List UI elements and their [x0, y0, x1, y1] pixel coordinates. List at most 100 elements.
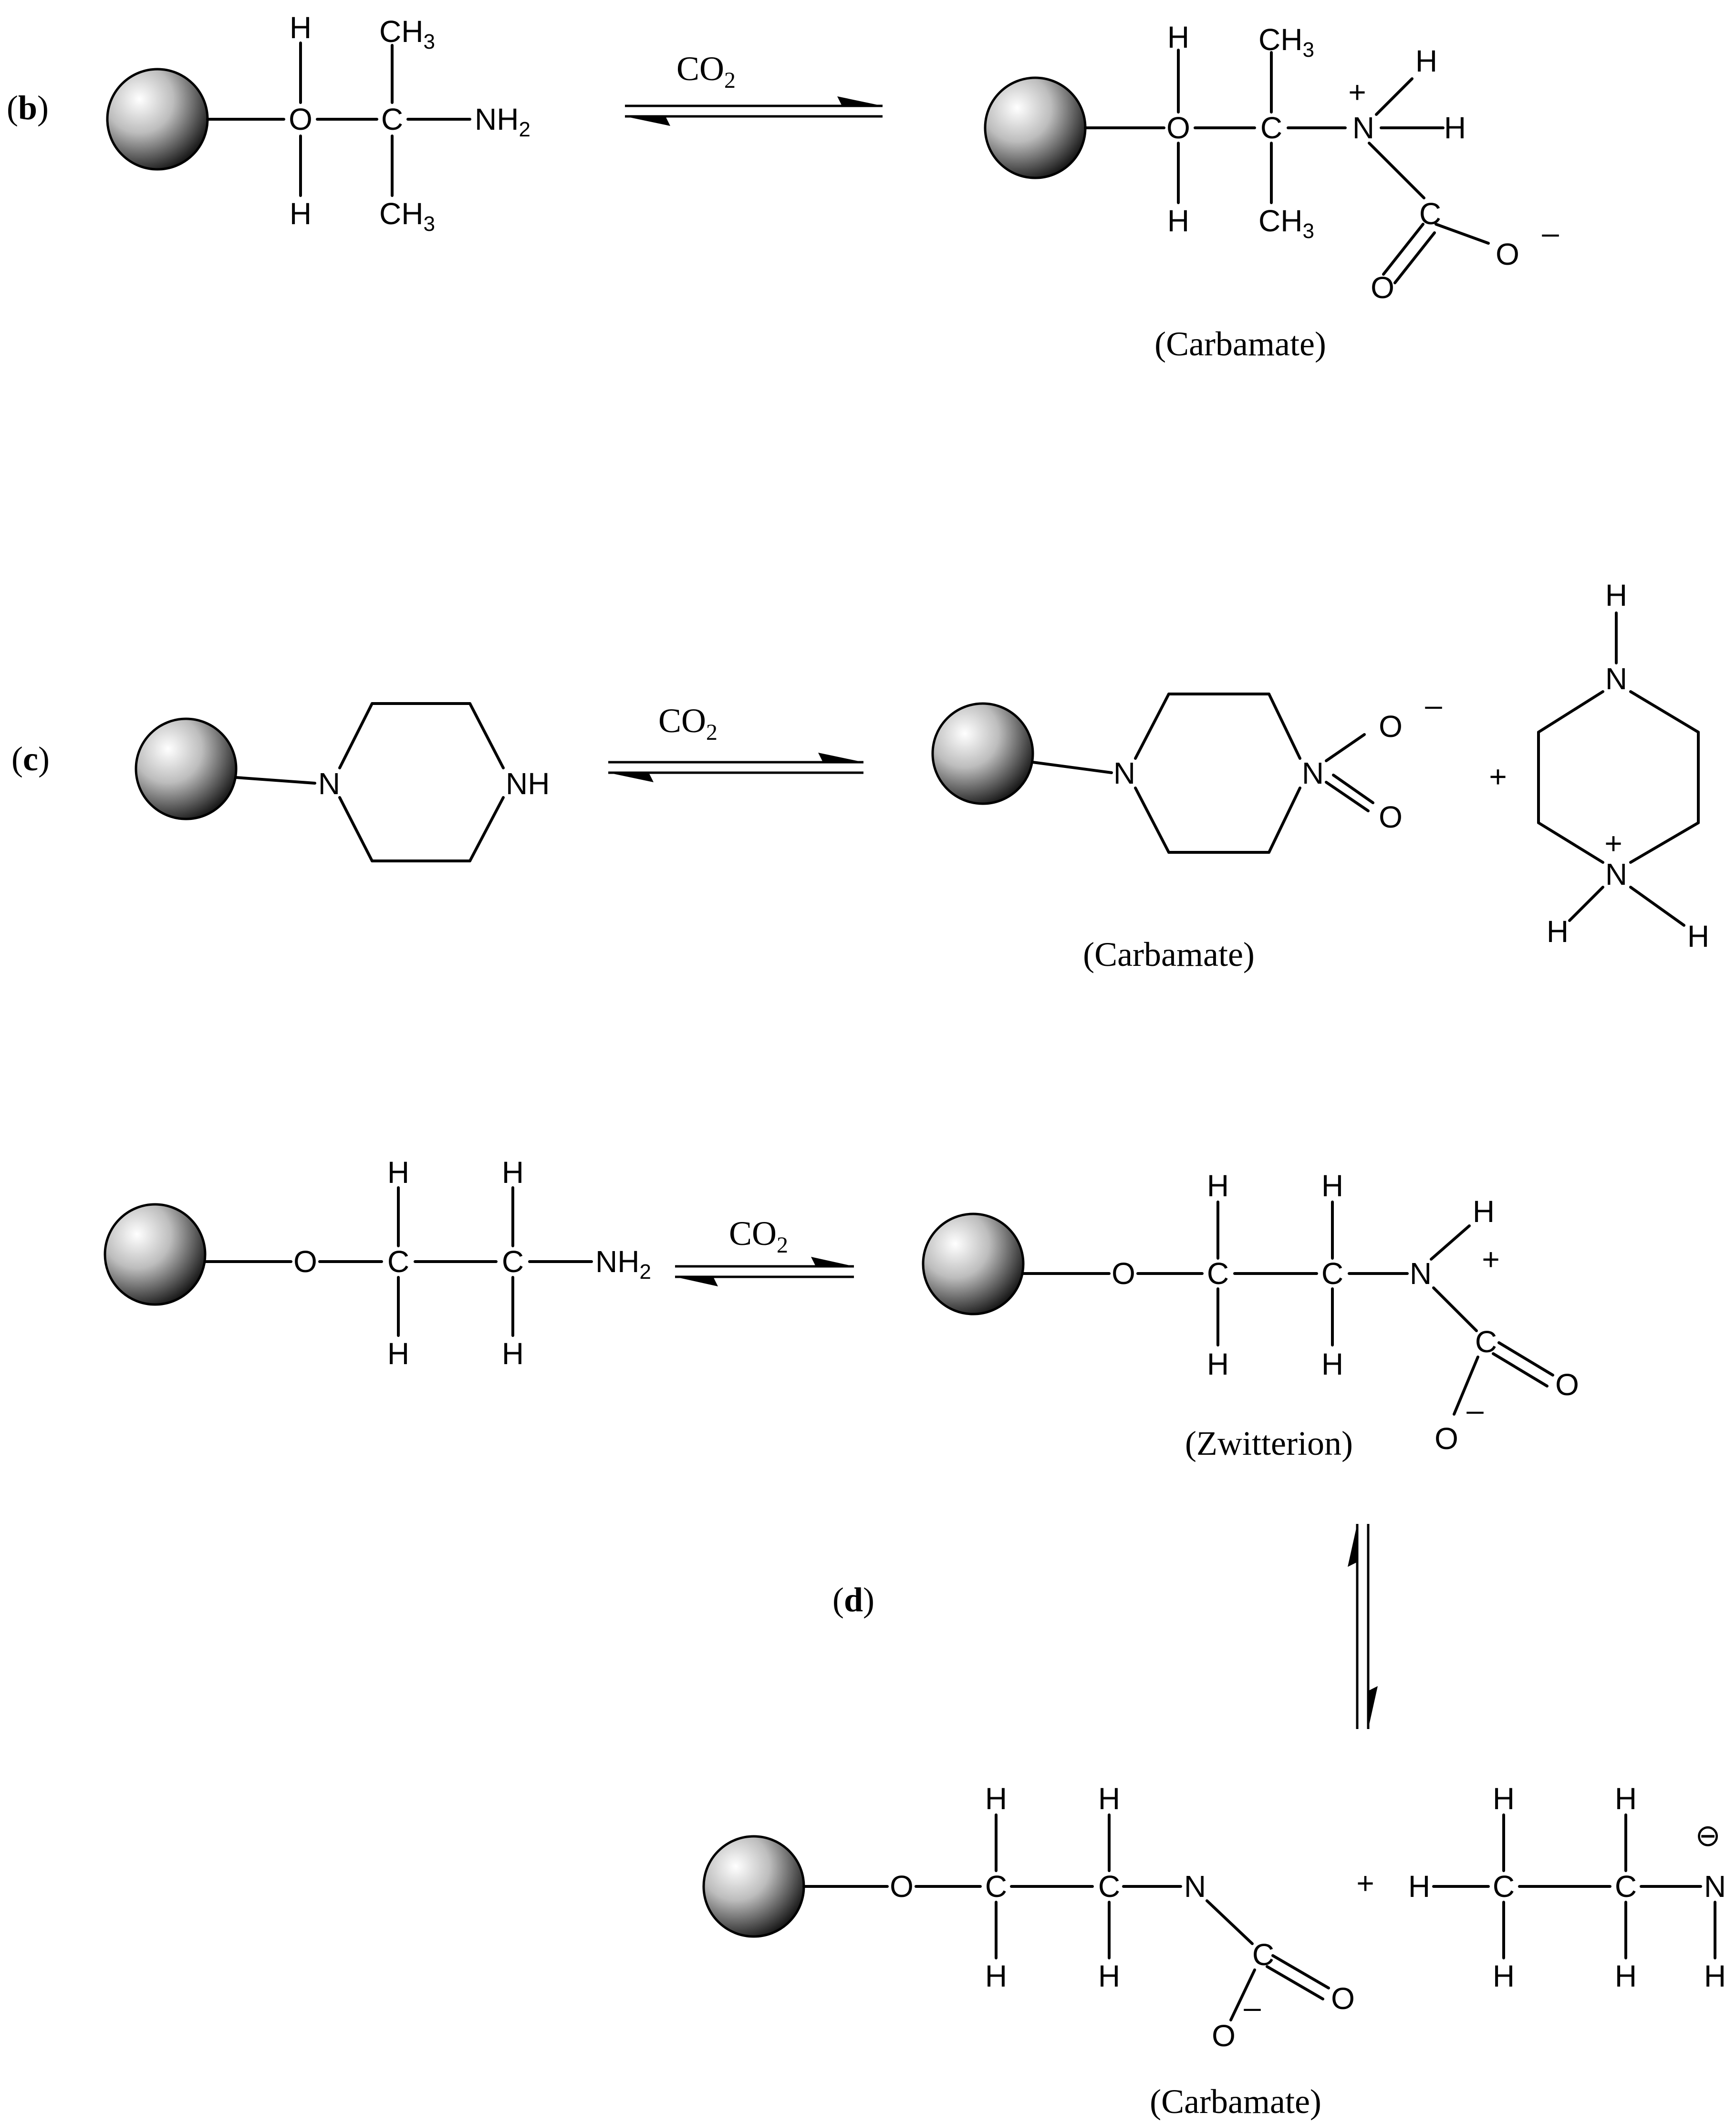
- support-sphere: [106, 68, 209, 171]
- support-sphere: [931, 702, 1034, 805]
- atom-label: N: [1352, 111, 1374, 145]
- atom-label: H: [1098, 1781, 1120, 1816]
- atom-label: C: [1252, 1937, 1274, 1972]
- atom-label: H: [1615, 1781, 1637, 1816]
- atom-label: H: [502, 1336, 524, 1371]
- methyl-label: CH3: [379, 14, 435, 53]
- atom-label: H: [1408, 1869, 1430, 1904]
- methyl-label: CH3: [379, 197, 435, 236]
- charge-plus: +: [1482, 1242, 1499, 1276]
- panel-c: (c) N NH CO2: [11, 578, 1709, 973]
- methyl-label: CH3: [1258, 204, 1314, 243]
- atom-label: O: [1435, 1421, 1458, 1456]
- charge-anion: ⊖: [1695, 1818, 1721, 1853]
- co2-label: CO2: [676, 50, 736, 93]
- atom-label: H: [387, 1155, 409, 1190]
- atom-label: H: [1493, 1781, 1515, 1816]
- amine-label: NH2: [595, 1244, 651, 1284]
- atom-label: C: [1098, 1869, 1120, 1904]
- atom-label: H: [1493, 1959, 1515, 1993]
- methyl-label: CH3: [1258, 22, 1314, 62]
- atom-label: C: [1260, 111, 1282, 145]
- co2-label: CO2: [729, 1214, 788, 1258]
- atom-label: H: [1605, 578, 1627, 612]
- atom-label: O: [1496, 237, 1519, 271]
- atom-label: O: [289, 102, 312, 136]
- atom-label: N: [1605, 857, 1627, 891]
- support-sphere: [984, 76, 1087, 179]
- panel-d: (d) O C C H H H H NH2 CO2: [104, 1155, 1726, 2121]
- atom-label: N: [1113, 756, 1135, 790]
- atom-label: C: [381, 102, 403, 136]
- vertical-equilibrium-arrow: [1348, 1524, 1378, 1729]
- atom-label: C: [1615, 1869, 1637, 1904]
- atom-label: NH: [506, 766, 550, 801]
- atom-label: H: [1704, 1959, 1726, 1993]
- product-caption: (Carbamate): [1154, 325, 1326, 363]
- equilibrium-arrow: [608, 753, 863, 782]
- atom-label: N: [1410, 1256, 1432, 1291]
- atom-label: H: [1687, 919, 1709, 953]
- atom-label: H: [290, 197, 312, 231]
- plus-sign: +: [1356, 1866, 1374, 1900]
- atom-label: O: [1112, 1256, 1135, 1291]
- atom-label: O: [1379, 709, 1403, 744]
- atom-label: O: [1371, 270, 1394, 305]
- atom-label: H: [985, 1959, 1007, 1993]
- charge-plus: +: [1348, 75, 1366, 109]
- atom-label: C: [1493, 1869, 1515, 1904]
- atom-label: C: [1207, 1256, 1229, 1291]
- atom-label: H: [1473, 1194, 1495, 1229]
- equilibrium-arrow: [625, 96, 883, 126]
- atom-label: H: [1321, 1169, 1343, 1203]
- atom-label: C: [1419, 197, 1441, 231]
- support-sphere: [702, 1835, 805, 1938]
- atom-label: N: [1302, 756, 1324, 790]
- plus-sign: +: [1489, 759, 1507, 794]
- atom-label: C: [387, 1244, 409, 1279]
- atom-label: H: [1167, 204, 1189, 238]
- atom-label: H: [985, 1781, 1007, 1816]
- atom-label: O: [1331, 1981, 1355, 2016]
- co2-label: CO2: [658, 702, 717, 745]
- atom-label: H: [1098, 1959, 1120, 1993]
- panel-b: (b) O C H H CH3 CH3 NH2 CO2: [7, 10, 1559, 363]
- atom-label: C: [502, 1244, 524, 1279]
- atom-label: H: [387, 1336, 409, 1371]
- atom-label: O: [293, 1244, 317, 1279]
- atom-label: O: [1212, 2019, 1236, 2053]
- atom-label: C: [985, 1869, 1007, 1904]
- atom-label: H: [1444, 111, 1466, 145]
- charge-minus: –: [1542, 216, 1559, 250]
- atom-label: N: [1184, 1869, 1206, 1904]
- panel-label-c: (c): [11, 740, 50, 778]
- atom-label: N: [318, 766, 340, 801]
- atom-label: H: [502, 1155, 524, 1190]
- intermediate-caption: (Zwitterion): [1185, 1424, 1353, 1462]
- product-caption: (Carbamate): [1083, 935, 1255, 973]
- support-sphere: [922, 1212, 1025, 1315]
- atom-label: C: [1475, 1325, 1497, 1359]
- support-sphere: [104, 1203, 207, 1306]
- atom-label: N: [1704, 1869, 1726, 1904]
- atom-label: C: [1321, 1256, 1343, 1291]
- product-caption: (Carbamate): [1150, 2082, 1321, 2121]
- atom-label: O: [1379, 800, 1403, 834]
- atom-label: H: [1321, 1347, 1343, 1381]
- atom-label: H: [1207, 1347, 1229, 1381]
- charge-minus: –: [1466, 1393, 1484, 1427]
- charge-minus: –: [1244, 1990, 1261, 2024]
- atom-label: O: [1166, 111, 1190, 145]
- atom-label: N: [1605, 662, 1627, 696]
- atom-label: H: [1615, 1959, 1637, 1993]
- panel-label-b: (b): [7, 89, 49, 127]
- atom-label: H: [1547, 914, 1569, 949]
- equilibrium-arrow: [675, 1257, 854, 1286]
- panel-label-d: (d): [832, 1581, 874, 1619]
- atom-label: O: [890, 1869, 914, 1904]
- support-sphere: [135, 717, 238, 820]
- atom-label: H: [1207, 1169, 1229, 1203]
- atom-label: H: [290, 10, 312, 45]
- charge-plus: +: [1604, 826, 1622, 860]
